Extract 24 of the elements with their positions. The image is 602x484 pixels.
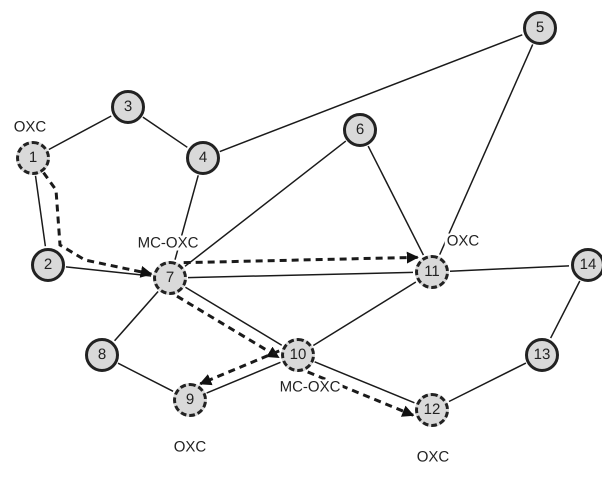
link-line: [450, 265, 570, 272]
link-line: [118, 362, 174, 392]
link-line: [206, 362, 281, 394]
link-line: [48, 115, 112, 150]
dashed-arrow: [176, 294, 280, 359]
node-caption: OXC: [444, 234, 482, 248]
node-caption: OXC: [172, 440, 208, 454]
link-line: [66, 266, 152, 277]
link-line: [220, 34, 523, 152]
link-line: [314, 361, 415, 404]
link-line: [439, 44, 534, 255]
dashed-arrow: [199, 350, 280, 386]
link-line: [367, 146, 424, 256]
dashed-arrow: [307, 370, 414, 417]
node-caption: OXC: [414, 450, 452, 464]
node-caption: MC-OXC: [136, 236, 200, 250]
link-line: [34, 176, 46, 246]
link-line: [550, 280, 580, 338]
dashed-arrow: [184, 252, 419, 264]
link-line: [188, 272, 414, 278]
node-caption: OXC: [12, 120, 48, 134]
link-line: [448, 362, 526, 402]
node-caption: MC-OXC: [278, 380, 342, 394]
link-line: [185, 286, 282, 346]
